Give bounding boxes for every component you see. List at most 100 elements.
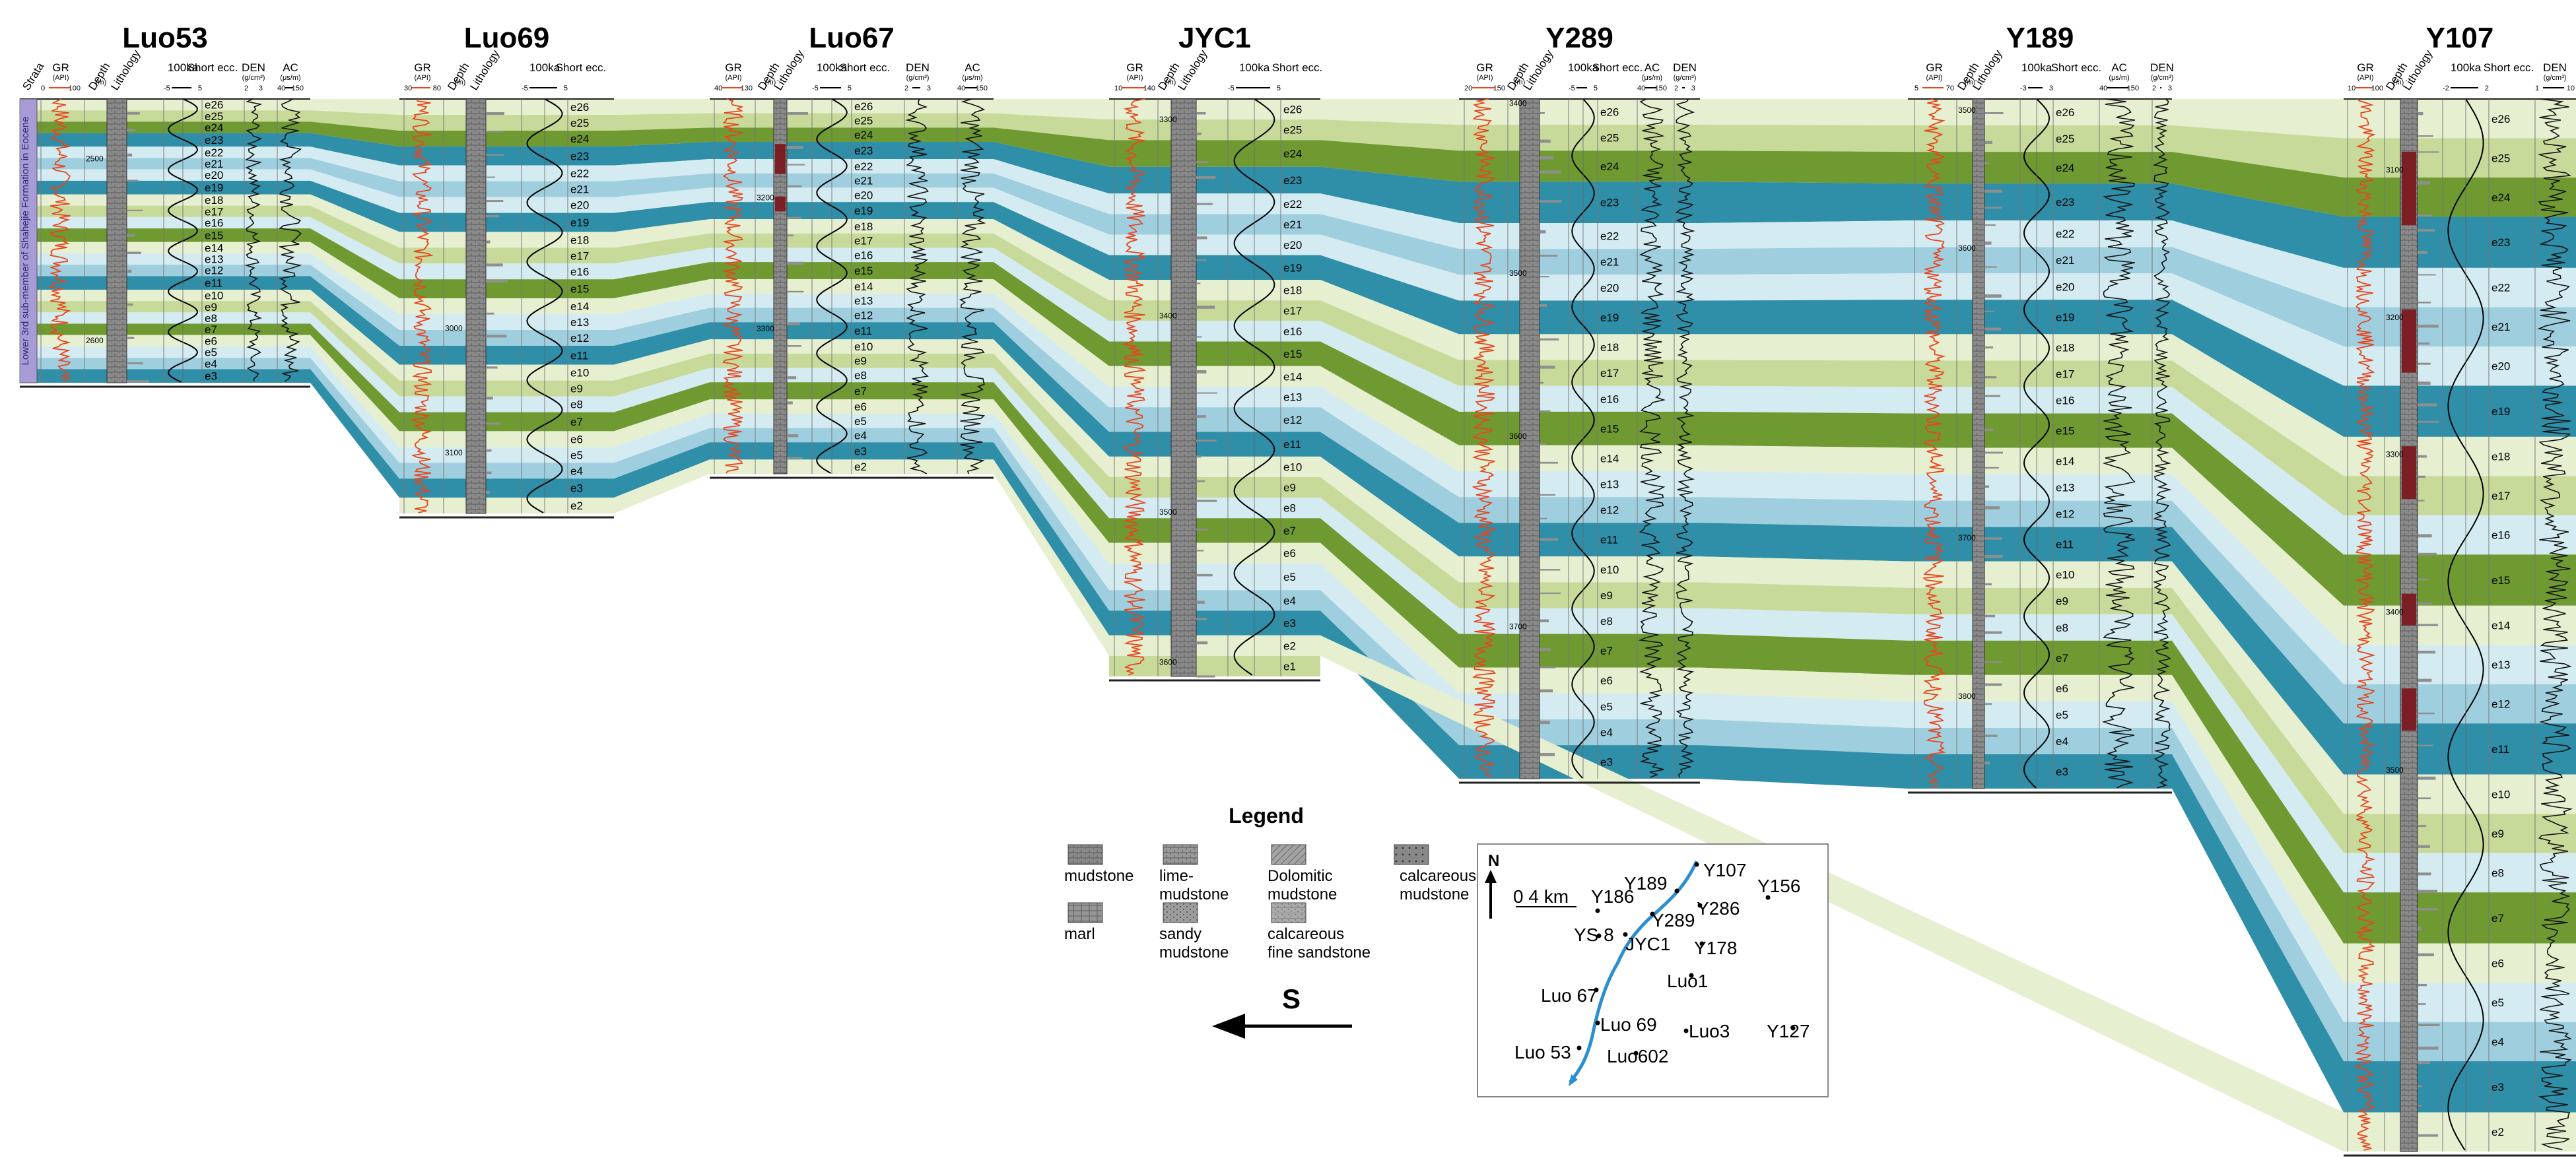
cycle-label-e23: e23 (854, 145, 873, 157)
cycle-label-e9: e9 (1600, 589, 1613, 602)
cycle-label-e2: e2 (570, 500, 583, 512)
cycle-label-e5: e5 (854, 415, 867, 428)
cycle-label-e19: e19 (570, 216, 589, 229)
cycle-label-e4: e4 (205, 358, 217, 370)
cycle-label-e22: e22 (1283, 198, 1302, 211)
cycle-label-e8: e8 (1283, 502, 1296, 515)
scale-min: -3 (2020, 84, 2027, 92)
map-well-dot (1790, 1026, 1796, 1031)
cycle-label-e18: e18 (1283, 284, 1302, 297)
cycle-label-e8: e8 (2491, 866, 2504, 879)
map-well-dot (1576, 1045, 1582, 1051)
cycle-label-e5: e5 (1600, 700, 1613, 713)
den-curve (905, 98, 930, 474)
cycle-label-e7: e7 (1600, 645, 1613, 657)
cycle-label-e7: e7 (2491, 912, 2504, 925)
cycle-label-e21: e21 (2491, 321, 2510, 333)
scale-min: 2 (904, 84, 908, 92)
cycle-label-e19: e19 (854, 205, 873, 217)
map-well-label: Y289 (1652, 910, 1695, 930)
cycle-label-e18: e18 (2491, 451, 2510, 463)
cycle-band-e24 (20, 121, 2576, 217)
column-header-ac: AC (283, 61, 298, 74)
gr-curve (1122, 98, 1147, 676)
scale-min: 10 (2348, 84, 2356, 92)
column-header-den: DEN (1673, 61, 1697, 74)
cycle-label-e3: e3 (854, 445, 867, 457)
cycle-band-e2 (399, 459, 2576, 1152)
scale-max: 5 (564, 84, 568, 92)
scale-max: 150 (1655, 84, 1667, 92)
column-unit: (g/cm³) (242, 74, 265, 82)
legend-swatch (1271, 902, 1306, 923)
cycle-label-e23: e23 (2056, 196, 2074, 209)
well-name: Luo53 (122, 22, 208, 54)
well-name: Luo69 (464, 22, 550, 54)
column-header-ka100: 100ka (817, 61, 848, 74)
column-header-den: DEN (2150, 61, 2174, 74)
map-well: Y178 (1694, 938, 1737, 958)
cycle-label-e22: e22 (570, 168, 589, 180)
lithology-column (773, 98, 788, 474)
depth-label: 3300 (2386, 449, 2404, 459)
legend-swatch (1271, 844, 1306, 865)
map-well-dot (1633, 1051, 1639, 1056)
depth-label: 3400 (1509, 98, 1527, 108)
scale-max: 5 (1277, 84, 1281, 92)
scale-min: 1 (2535, 84, 2539, 92)
scale-max: 100 (69, 84, 81, 92)
cycle-label-e25: e25 (570, 117, 589, 129)
depth-label: 3700 (1509, 622, 1527, 631)
cycle-label-e11: e11 (2056, 538, 2074, 551)
cycle-label-e13: e13 (2491, 659, 2510, 671)
cycle-label-e11: e11 (854, 325, 872, 337)
cycle-label-e25: e25 (1283, 124, 1302, 137)
cycle-label-e2: e2 (854, 461, 867, 473)
depth-label: 3100 (445, 448, 463, 457)
cycle-label-e9: e9 (570, 383, 583, 395)
cycle-label-e5: e5 (205, 346, 217, 359)
map-well-label: Y186 (1591, 886, 1634, 907)
north-label: N (1488, 852, 1499, 870)
cycle-label-e19: e19 (2056, 311, 2074, 323)
den-curve (1675, 98, 1695, 778)
depth-label: 3600 (1509, 432, 1527, 441)
map-well: Y107 (1694, 860, 1746, 880)
map-well: Y286 (1697, 898, 1740, 919)
map-well-label: Luo 67 (1541, 985, 1598, 1006)
cycle-band-e19 (20, 180, 2576, 437)
column-unit: (API) (725, 74, 741, 82)
cycle-label-e22: e22 (854, 160, 873, 173)
depth-label: 3500 (1509, 269, 1527, 278)
ka100-curve (526, 98, 563, 513)
scale-min: 2 (1674, 84, 1678, 92)
map-well-label: Y178 (1694, 938, 1737, 958)
cycle-label-e11: e11 (205, 277, 222, 290)
cycle-label-e3: e3 (2056, 766, 2068, 778)
profile-line (1569, 860, 1699, 1084)
cycle-label-e14: e14 (570, 300, 589, 313)
column-header-short: Short ecc. (2484, 61, 2534, 74)
scale-min: 20 (1464, 84, 1472, 92)
cycle-label-e26: e26 (1283, 104, 1302, 116)
cycle-band-e5 (20, 346, 2576, 1022)
cycle-label-e14: e14 (205, 242, 223, 254)
column-unit: (μs/m) (280, 74, 300, 82)
map-well: Luo 69 (1595, 1014, 1657, 1035)
column-unit: (m) (96, 79, 107, 86)
cycle-label-e15: e15 (205, 229, 223, 242)
column-header-short: Short ecc. (187, 61, 238, 74)
cycle-label-e6: e6 (1283, 547, 1296, 560)
scale-max: 3 (259, 84, 263, 92)
gr-curve (1472, 98, 1497, 779)
column-unit: (μs/m) (962, 74, 982, 82)
cycle-label-e12: e12 (2056, 508, 2074, 521)
cycle-label-e10: e10 (2491, 788, 2510, 800)
cycle-band-e25 (20, 110, 2576, 178)
map-well-dot (1594, 987, 1599, 993)
cycle-label-e16: e16 (2056, 394, 2074, 407)
